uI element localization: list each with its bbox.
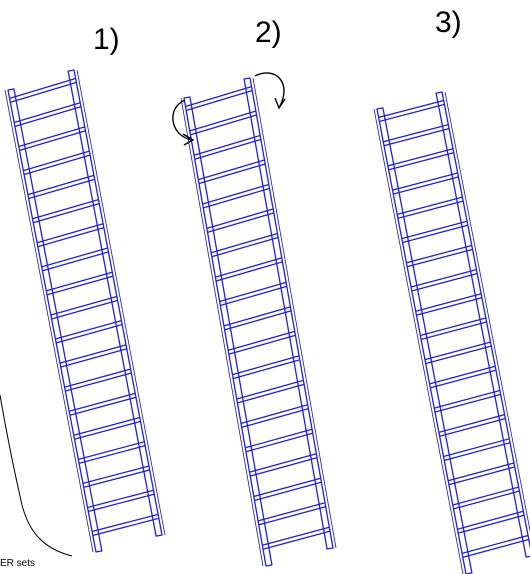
ladder-right-rail <box>243 77 334 550</box>
step-3-label: 3) <box>435 6 462 39</box>
ladder-rung <box>443 438 510 462</box>
rotate-arrow-left-icon <box>172 99 193 141</box>
ladder-step-3 <box>373 91 530 574</box>
ladder-rung <box>9 77 77 104</box>
ladder-rung <box>59 344 127 368</box>
caption-text: ER sets <box>0 558 35 569</box>
ladder-rung <box>69 392 136 416</box>
ladder-rung <box>396 196 464 219</box>
rotate-arrow-left-head-icon <box>182 133 195 146</box>
ladder-right-rail <box>67 69 163 537</box>
ladder-step-1 <box>4 69 166 553</box>
ladder-rung <box>452 486 520 510</box>
ladder-rung <box>18 126 86 152</box>
ladder-rung <box>457 510 524 534</box>
ladder-left-rail-inner <box>4 89 94 553</box>
ladder-rung <box>245 428 313 453</box>
ladder-rung <box>87 489 155 513</box>
ladder-left-rail <box>183 96 273 567</box>
ladder-rung <box>262 526 330 550</box>
ladder-rung <box>249 453 318 477</box>
ladder-rung <box>429 365 496 389</box>
ladder-rung <box>14 102 81 128</box>
ladder-rung <box>378 99 445 123</box>
ladder-right-rail-inner <box>252 77 337 549</box>
ladder-right-rail <box>435 91 530 558</box>
step-1-label: 1) <box>93 23 120 56</box>
ladder-rung <box>215 257 283 282</box>
step-2-label: 2) <box>255 16 282 49</box>
ladder-rung <box>232 355 300 380</box>
ladder-rung <box>383 123 449 147</box>
ladder-rung <box>23 150 91 176</box>
rotate-arrows <box>172 72 286 146</box>
ladder-rung <box>438 413 506 437</box>
ladder-rung <box>202 183 270 209</box>
ladder-rung <box>198 159 266 185</box>
ladder-rung <box>387 148 454 171</box>
ladder-rung <box>78 441 146 464</box>
ladder-rung <box>50 295 118 320</box>
ladder-rung <box>447 462 515 486</box>
ladder-rung <box>46 271 113 296</box>
bracket-curve <box>0 394 73 557</box>
ladder-right-rail-inner <box>76 69 166 536</box>
ladder-rung <box>424 341 492 365</box>
ladder-rung <box>410 268 478 292</box>
ladder-rung <box>257 502 326 526</box>
ladder-rung <box>420 317 487 341</box>
ladder-right-rail-inner <box>444 91 530 533</box>
ladder-left-rail-inner <box>373 108 464 574</box>
ladder-rung <box>36 223 104 248</box>
ladder-rung <box>461 534 529 559</box>
ladder-rung <box>32 198 100 224</box>
ladder-rung <box>240 404 309 429</box>
ladder-rung <box>193 134 261 160</box>
ladder-rung <box>219 281 287 307</box>
ladder-rung <box>206 208 274 234</box>
ladder-rung <box>392 172 459 195</box>
ladder-rung <box>64 368 132 392</box>
ladder-left-rail <box>376 107 473 574</box>
ladder-rung <box>73 416 141 440</box>
rotate-arrow-right-head-icon <box>274 97 286 110</box>
ladder-rung <box>189 110 257 136</box>
rotate-arrow-right-icon <box>254 72 285 107</box>
ladder-rung <box>210 232 279 258</box>
ladder-rung <box>228 330 296 355</box>
ladder-rung <box>41 247 109 272</box>
ladder-left-rail-inner <box>180 97 264 567</box>
ladder-rung <box>236 379 305 404</box>
ladder-left-rail <box>7 88 103 553</box>
ladder-rung <box>406 244 473 268</box>
ladder-rung <box>223 306 292 331</box>
ladder-rung <box>91 513 159 537</box>
ladder-rung <box>434 389 501 413</box>
ladder-rung <box>185 85 253 112</box>
ladder-rung <box>253 477 322 502</box>
ladder-rung <box>415 293 482 316</box>
ladder-rung <box>27 174 95 200</box>
ladder-rung <box>82 465 150 489</box>
ladder-step-2 <box>180 77 337 567</box>
ladder-rung <box>401 220 468 244</box>
ladder-rung <box>55 320 123 344</box>
